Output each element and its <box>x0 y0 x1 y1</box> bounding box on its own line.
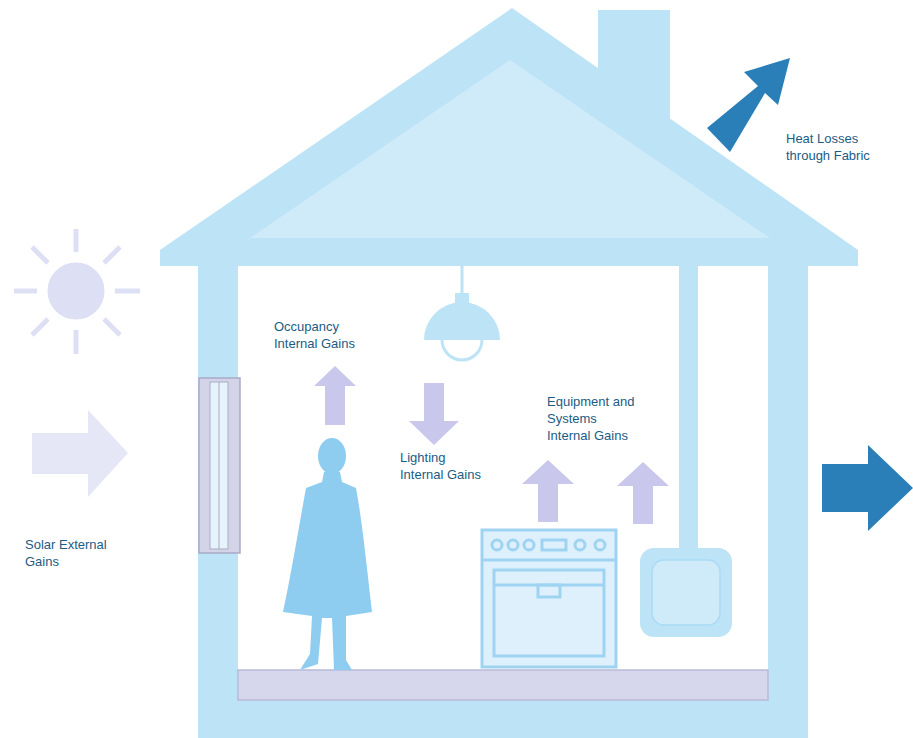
window-frame <box>199 378 240 553</box>
oven-door <box>494 570 604 656</box>
sun-ray <box>74 330 79 354</box>
sun-ray <box>32 319 48 335</box>
label-text: Occupancy Internal Gains <box>274 318 369 352</box>
boiler-body <box>640 548 732 637</box>
sun-symbol <box>14 229 140 354</box>
up-arrow <box>617 462 669 524</box>
oven-body <box>482 530 616 667</box>
heat-loss-arrow <box>822 445 913 531</box>
sun-ray <box>115 289 140 294</box>
lamp-shade <box>424 302 500 340</box>
sun-ray <box>32 247 48 263</box>
oven-knob <box>508 540 518 550</box>
oven-line <box>494 584 604 587</box>
roof <box>160 8 858 266</box>
sun-ray <box>14 289 37 294</box>
label-text: Solar External Gains <box>25 536 125 570</box>
oven-panel <box>482 559 616 562</box>
oven-knob <box>575 540 585 550</box>
boiler-panel <box>652 560 720 625</box>
window-pane <box>219 382 220 549</box>
window-glass <box>210 382 228 549</box>
up-arrow <box>314 366 356 425</box>
down-arrow <box>409 383 459 445</box>
oven-handle <box>538 585 560 597</box>
flue-pipe <box>679 265 698 555</box>
gain-arrows <box>314 366 669 524</box>
lamp-fitting <box>455 293 469 303</box>
right-wall <box>768 262 808 738</box>
oven-symbol <box>482 530 616 667</box>
label-text: Equipment and Systems Internal Gains <box>547 393 639 444</box>
lamp-symbol <box>424 265 500 360</box>
solar-arrow <box>32 410 128 497</box>
up-arrow <box>522 460 574 522</box>
oven-knob <box>524 540 534 550</box>
sun-ray <box>74 229 79 252</box>
heat-loss-arrow <box>707 58 790 152</box>
oven-display <box>542 540 566 550</box>
person-silhouette <box>283 438 372 670</box>
person-head <box>318 438 346 474</box>
person-body <box>283 472 372 670</box>
sun-ray <box>104 319 120 335</box>
label-text: Lighting Internal Gains <box>400 449 492 483</box>
label-text: Heat Losses through Fabric <box>786 130 886 164</box>
floor-slab <box>238 670 768 700</box>
boiler-symbol <box>640 265 732 637</box>
sun-disc <box>50 265 102 317</box>
oven-knob <box>492 540 502 550</box>
oven-knob <box>595 540 605 550</box>
lamp-cord <box>461 265 464 296</box>
lamp-bulb <box>442 340 482 360</box>
sun-ray <box>104 247 120 263</box>
roof-void <box>250 60 770 238</box>
window-symbol <box>199 378 240 553</box>
